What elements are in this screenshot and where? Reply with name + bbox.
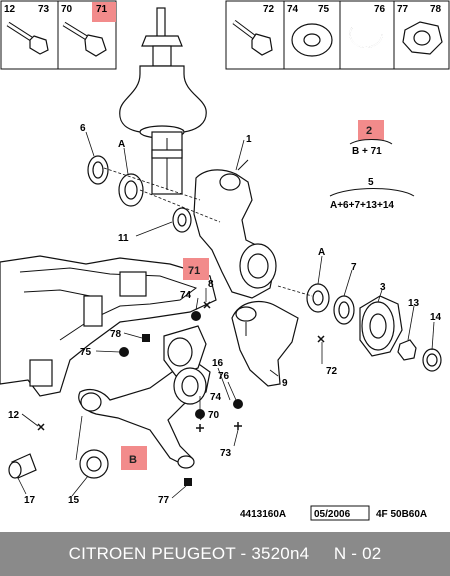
- label-15: 15: [68, 495, 80, 506]
- label-73-diagram: 73: [220, 448, 232, 459]
- nut-marker: [119, 311, 243, 486]
- shock-absorber: [119, 7, 207, 195]
- label-71-diagram: 71: [188, 265, 200, 277]
- label-76-diagram: 76: [218, 371, 230, 382]
- label-75-diagram: 75: [80, 347, 92, 358]
- label-74b: 74: [210, 392, 222, 403]
- highlight-71-diagram: [183, 258, 209, 280]
- label-74: 74: [287, 4, 299, 15]
- diagram-codes: 4413160A 05/2006 4F 50B60A: [240, 505, 427, 521]
- footer-bar: CITROEN PEUGEOT - 3520n4 N - 02: [0, 532, 450, 576]
- label-7: 7: [351, 262, 357, 273]
- label-70: 70: [61, 4, 73, 15]
- seal-6: [87, 155, 109, 185]
- leader-lines: [17, 131, 435, 499]
- bearing-A1: [118, 173, 144, 207]
- label-71: 71: [96, 4, 108, 15]
- label-1: 1: [246, 134, 252, 145]
- label-77: 77: [397, 4, 409, 15]
- steering-knuckle: [193, 159, 277, 299]
- bolt-icon: [6, 21, 49, 55]
- ref-code: 4413160A: [240, 509, 286, 520]
- footer-caption: CITROEN PEUGEOT - 3520n4 N - 02: [68, 544, 382, 563]
- label-74a: 74: [180, 290, 192, 301]
- label-72: 72: [263, 4, 275, 15]
- date-code: 05/2006: [314, 509, 351, 520]
- label-A1: A: [118, 139, 125, 150]
- label-70-diagram: 70: [208, 410, 220, 421]
- part-code: 4F 50B60A: [376, 509, 427, 520]
- label-78-diagram: 78: [110, 329, 122, 340]
- wheel-hub: [306, 283, 442, 372]
- parts-diagram: 12 73 70 71 72 74 75 76 77 78: [0, 0, 450, 521]
- washer-icon: [291, 23, 333, 57]
- lower-control-arm: [78, 325, 211, 469]
- formula-5: 5 A+6+7+13+14: [329, 177, 415, 211]
- cross-marker: [37, 301, 325, 432]
- label-76: 76: [374, 4, 386, 15]
- highlight-B: [121, 446, 147, 470]
- bolt-icon: [232, 20, 273, 56]
- nut-icon: [402, 21, 443, 55]
- label-3: 3: [380, 282, 386, 293]
- formula-2: 2 B + 71: [349, 120, 393, 157]
- part-labels: 1 6 A 11 A 7 3 13 14 71 8 74 78 75 16 76…: [8, 123, 442, 506]
- ball-joint-bracket: [231, 300, 299, 387]
- label-16: 16: [212, 358, 224, 369]
- label-6: 6: [80, 123, 86, 134]
- label-73: 73: [38, 4, 50, 15]
- label-2: 2: [366, 125, 372, 137]
- label-17: 17: [24, 495, 36, 506]
- label-78: 78: [430, 4, 442, 15]
- formula-2-text: B + 71: [352, 146, 382, 157]
- label-5: 5: [368, 177, 374, 188]
- bushing-17: [8, 453, 37, 479]
- label-11: 11: [118, 233, 129, 244]
- label-72-diagram: 72: [326, 366, 338, 377]
- label-12-diagram: 12: [8, 410, 20, 421]
- label-75: 75: [318, 4, 330, 15]
- subframe: [0, 255, 217, 397]
- hardware-box-left: 12 73 70 71: [0, 0, 117, 70]
- bushing-11: [172, 207, 192, 233]
- label-B: B: [129, 454, 137, 466]
- hardware-box-right: 72 74 75 76 77 78: [225, 0, 450, 70]
- formula-5-text: A+6+7+13+14: [330, 200, 394, 211]
- cap-14: [422, 348, 442, 372]
- label-8: 8: [208, 279, 214, 290]
- lock-washer-icon: [349, 27, 383, 49]
- label-77-diagram: 77: [158, 495, 170, 506]
- label-14: 14: [430, 312, 442, 323]
- hub-nut-13: [397, 339, 417, 361]
- flange-bolt-icon: [62, 21, 107, 57]
- label-9: 9: [282, 378, 288, 389]
- label-13: 13: [408, 298, 420, 309]
- highlight-71-box: [92, 2, 116, 22]
- bushing-15: [79, 449, 109, 479]
- label-A2: A: [318, 247, 325, 258]
- label-12: 12: [4, 4, 16, 15]
- highlight-2-box: [358, 120, 384, 140]
